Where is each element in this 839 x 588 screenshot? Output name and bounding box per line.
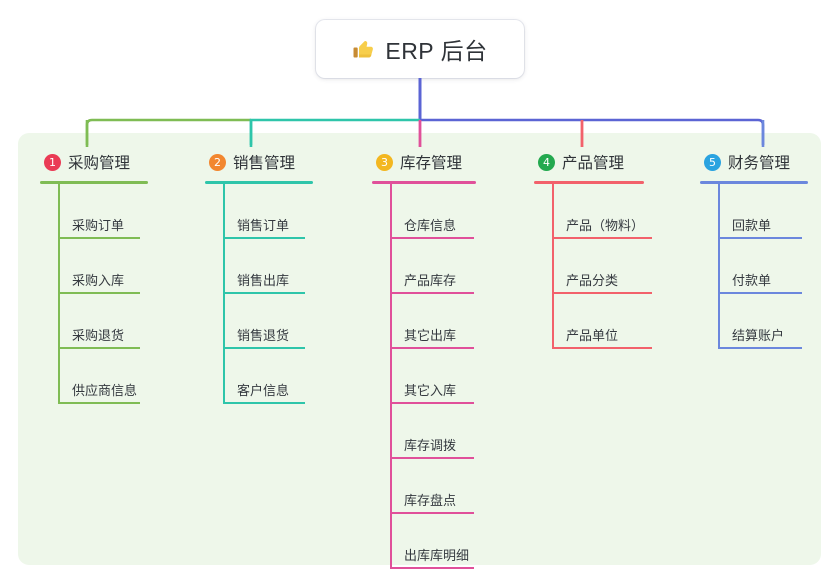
column-2: 2 销售管理销售订单销售出库销售退货客户信息 (205, 147, 313, 404)
leaf-item-underline (718, 347, 802, 349)
column-header-2[interactable]: 2 销售管理 (205, 147, 313, 177)
leaf-item[interactable]: 产品分类 (534, 239, 652, 294)
leaf-item-label: 产品（物料） (566, 218, 645, 233)
leaf-item-label: 采购退货 (72, 328, 125, 343)
leaf-item[interactable]: 产品（物料） (534, 184, 652, 239)
leaf-item-underline (58, 292, 140, 294)
column-header-1[interactable]: 1 采购管理 (40, 147, 148, 177)
leaf-item-label: 客户信息 (237, 383, 290, 398)
leaf-item-label: 其它出库 (404, 328, 457, 343)
leaf-item-underline (718, 292, 802, 294)
leaf-item[interactable]: 付款单 (700, 239, 808, 294)
leaf-item[interactable]: 仓库信息 (372, 184, 476, 239)
leaf-item-label: 结算账户 (732, 328, 785, 343)
leaf-item-underline (223, 292, 305, 294)
leaf-item-underline (223, 402, 305, 404)
leaf-item-underline (390, 567, 474, 569)
leaf-item-underline (58, 237, 140, 239)
leaf-item-label: 库存盘点 (404, 493, 457, 508)
leaf-item-label: 出库库明细 (404, 548, 470, 563)
column-title-1: 采购管理 (68, 155, 131, 172)
root-node-card[interactable]: ERP 后台 (316, 20, 524, 78)
column-rule-4 (534, 181, 644, 184)
leaf-item-underline (552, 237, 652, 239)
badge-2-icon: 2 (209, 153, 226, 171)
leaf-item-underline (390, 457, 474, 459)
column-rule-1 (40, 181, 148, 184)
leaf-item-label: 付款单 (732, 273, 772, 288)
badge-4-icon: 4 (538, 153, 555, 171)
leaf-item-label: 采购入库 (72, 273, 125, 288)
leaf-item-underline (718, 237, 802, 239)
leaf-item[interactable]: 其它出库 (372, 294, 476, 349)
leaf-item-label: 供应商信息 (72, 383, 138, 398)
column-title-3: 库存管理 (400, 155, 463, 172)
badge-1-icon: 1 (44, 153, 61, 171)
column-1: 1 采购管理采购订单采购入库采购退货供应商信息 (40, 147, 148, 404)
leaf-item-label: 产品分类 (566, 273, 619, 288)
column-rule-5 (700, 181, 808, 184)
column-items-1: 采购订单采购入库采购退货供应商信息 (40, 184, 148, 404)
column-5: 5 财务管理回款单付款单结算账户 (700, 147, 808, 349)
column-title-4: 产品管理 (562, 155, 625, 172)
leaf-item[interactable]: 产品单位 (534, 294, 652, 349)
leaf-item[interactable]: 产品库存 (372, 239, 476, 294)
column-items-5: 回款单付款单结算账户 (700, 184, 808, 349)
leaf-item-underline (223, 237, 305, 239)
leaf-item-label: 采购订单 (72, 218, 125, 233)
leaf-item[interactable]: 采购入库 (40, 239, 148, 294)
leaf-item[interactable]: 销售退货 (205, 294, 313, 349)
root-node-title: ERP 后台 (385, 38, 488, 64)
thumbs-up-icon (353, 41, 374, 58)
leaf-item[interactable]: 采购退货 (40, 294, 148, 349)
leaf-item-label: 销售退货 (237, 328, 290, 343)
leaf-item-label: 销售出库 (237, 273, 290, 288)
column-items-4: 产品（物料） 产品分类产品单位 (534, 184, 652, 349)
leaf-item[interactable]: 客户信息 (205, 349, 313, 404)
column-header-3[interactable]: 3 库存管理 (372, 147, 476, 177)
leaf-item-underline (390, 402, 474, 404)
column-title-2: 销售管理 (233, 155, 296, 172)
leaf-item[interactable]: 出库库明细 (372, 514, 476, 569)
leaf-item-underline (390, 292, 474, 294)
column-items-3: 仓库信息产品库存其它出库其它入库库存调拨库存盘点出库库明细 (372, 184, 476, 569)
leaf-item-underline (390, 512, 474, 514)
leaf-item[interactable]: 结算账户 (700, 294, 808, 349)
leaf-item[interactable]: 库存盘点 (372, 459, 476, 514)
leaf-item[interactable]: 采购订单 (40, 184, 148, 239)
leaf-item-label: 仓库信息 (404, 218, 457, 233)
column-rule-2 (205, 181, 313, 184)
leaf-item[interactable]: 其它入库 (372, 349, 476, 404)
column-3: 3 库存管理仓库信息产品库存其它出库其它入库库存调拨库存盘点出库库明细 (372, 147, 476, 569)
leaf-item[interactable]: 销售出库 (205, 239, 313, 294)
badge-5-icon: 5 (704, 153, 721, 171)
column-header-5[interactable]: 5 财务管理 (700, 147, 808, 177)
column-items-2: 销售订单销售出库销售退货客户信息 (205, 184, 313, 404)
leaf-item-underline (390, 237, 474, 239)
leaf-item-underline (552, 347, 652, 349)
leaf-item[interactable]: 库存调拨 (372, 404, 476, 459)
badge-3-icon: 3 (376, 153, 393, 171)
leaf-item-underline (58, 347, 140, 349)
leaf-item[interactable]: 回款单 (700, 184, 808, 239)
leaf-item[interactable]: 供应商信息 (40, 349, 148, 404)
column-title-5: 财务管理 (728, 155, 791, 172)
column-header-4[interactable]: 4 产品管理 (534, 147, 644, 177)
leaf-item-underline (552, 292, 652, 294)
column-rule-3 (372, 181, 476, 184)
column-4: 4 产品管理产品（物料） 产品分类产品单位 (534, 147, 652, 349)
leaf-item-underline (58, 402, 140, 404)
leaf-item-underline (223, 347, 305, 349)
leaf-item-underline (390, 347, 474, 349)
content-panel (18, 133, 821, 565)
leaf-item-label: 销售订单 (237, 218, 290, 233)
leaf-item-label: 其它入库 (404, 383, 457, 398)
root-node-content: ERP 后台 (352, 32, 487, 66)
leaf-item[interactable]: 销售订单 (205, 184, 313, 239)
leaf-item-label: 产品单位 (566, 328, 619, 343)
leaf-item-label: 库存调拨 (404, 438, 457, 453)
leaf-item-label: 产品库存 (404, 273, 457, 288)
leaf-item-label: 回款单 (732, 218, 772, 233)
